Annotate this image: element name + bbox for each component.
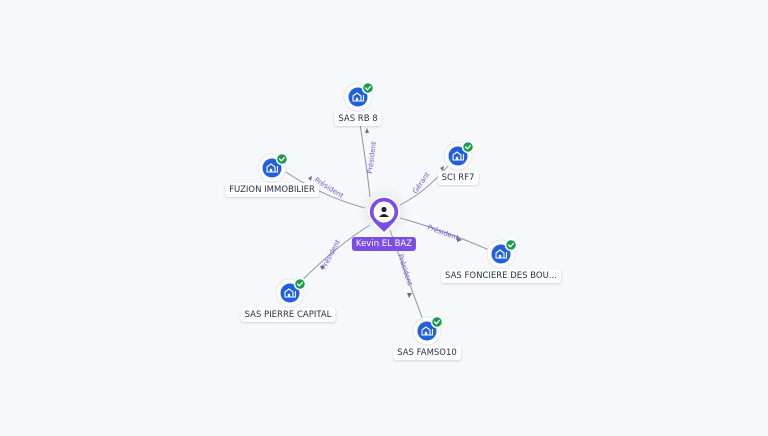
arrow-sas-rb-8	[365, 128, 369, 133]
company-label-fuzion-immobilier[interactable]: FUZION IMMOBILIER	[225, 183, 319, 197]
edge-label-sas-famso10: Président	[396, 253, 414, 287]
company-node-sas-pierre-capital[interactable]	[275, 277, 307, 308]
edge-label-sas-rb-8: Président	[366, 141, 378, 175]
arrow-sas-fonciere-des-bou	[457, 237, 462, 242]
building-icon	[421, 326, 434, 336]
company-label-sas-rb-8[interactable]: SAS RB 8	[334, 112, 382, 126]
company-node-group	[257, 81, 518, 346]
arrow-sci-rf7	[440, 166, 444, 171]
arrow-fuzion-immobilier	[308, 176, 312, 181]
verified-check-icon	[430, 315, 444, 329]
edge-label-sas-fonciere-des-bou: Président	[426, 223, 460, 242]
person-icon	[379, 206, 389, 217]
building-icon	[452, 151, 465, 161]
company-label-sas-famso10[interactable]: SAS FAMSO10	[393, 346, 461, 360]
building-icon	[266, 163, 279, 173]
verified-check-icon	[461, 140, 475, 154]
building-icon	[495, 249, 508, 259]
verified-check-icon	[275, 152, 289, 166]
company-label-sci-rf7[interactable]: SCI RF7	[437, 171, 479, 185]
verified-check-icon	[504, 238, 518, 252]
verified-check-icon	[361, 81, 375, 95]
company-node-sci-rf7[interactable]	[443, 140, 475, 171]
company-node-core	[417, 321, 437, 341]
building-icon	[352, 92, 365, 102]
company-node-sas-famso10[interactable]	[412, 315, 444, 346]
company-node-fuzion-immobilier[interactable]	[257, 152, 289, 183]
arrow-group	[308, 128, 462, 298]
arrow-sas-pierre-capital	[320, 266, 325, 270]
verified-check-icon	[293, 277, 307, 291]
company-node-core	[280, 283, 300, 303]
company-label-sas-fonciere-des-bou[interactable]: SAS FONCIERE DES BOU...	[441, 269, 561, 283]
center-node[interactable]	[358, 186, 410, 238]
company-node-sas-rb-8[interactable]	[343, 81, 375, 112]
company-label-sas-pierre-capital[interactable]: SAS PIERRE CAPITAL	[240, 308, 336, 322]
company-node-core	[262, 158, 282, 178]
building-icon	[284, 288, 297, 298]
company-node-core	[348, 87, 368, 107]
arrow-sas-famso10	[407, 293, 412, 298]
center-label[interactable]: Kevin EL BAZ	[351, 237, 417, 251]
edge-fuzion-immobilier	[279, 167, 366, 209]
company-node-core	[491, 244, 511, 264]
company-node-core	[448, 146, 468, 166]
company-node-sas-fonciere-des-bou[interactable]	[486, 238, 518, 269]
edge-label-sas-pierre-capital: Président	[320, 238, 343, 271]
